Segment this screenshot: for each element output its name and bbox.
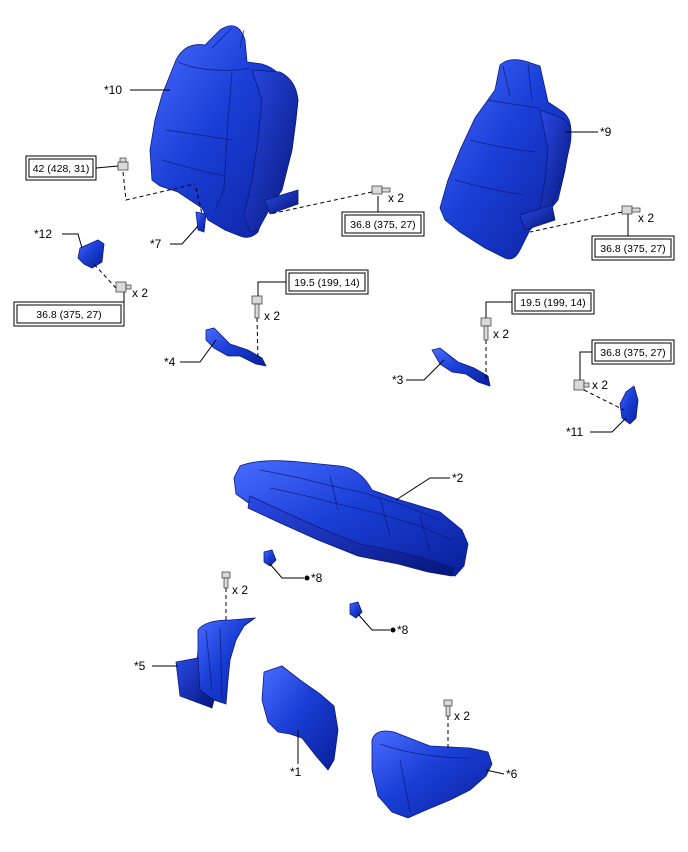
assembly-lines	[91, 171, 625, 750]
qty-seatback-right: x 2	[638, 211, 654, 225]
svg-text:42 (428, 31): 42 (428, 31)	[33, 163, 90, 175]
fastener-nut-seatback-left	[117, 157, 129, 171]
fastener-bolt-bracket-right	[480, 317, 492, 341]
callout-part-6: *6	[506, 767, 518, 781]
callout-part-7: *7	[150, 237, 162, 251]
qty-cover-left: x 2	[232, 583, 248, 597]
torque-box-bracket-left: 19.5 (199, 14)	[285, 269, 369, 295]
part-11-shape	[619, 385, 639, 425]
callout-part-8a: *8	[311, 571, 323, 585]
svg-text:36.8 (375, 27): 36.8 (375, 27)	[36, 309, 101, 321]
callout-part-8b: *8	[397, 623, 409, 637]
svg-text:36.8 (375, 27): 36.8 (375, 27)	[600, 243, 665, 255]
qty-bracket-right: x 2	[493, 327, 509, 341]
callout-part-10: *10	[104, 83, 122, 97]
part-8a-shape	[263, 549, 277, 567]
marker-dot-8b	[390, 627, 396, 633]
callout-part-5: *5	[134, 659, 146, 673]
part-8b-shape	[349, 601, 363, 619]
fastener-bolt-seatback-left	[371, 185, 391, 195]
fastener-clip-cover-left	[221, 571, 231, 589]
callout-part-2: *2	[452, 471, 464, 485]
torque-box-seatback-left-bolt: 36.8 (375, 27)	[341, 211, 425, 237]
torque-box-seatback-left-nut: 42 (428, 31)	[25, 155, 97, 181]
fastener-bolt-hinge-left	[115, 281, 132, 293]
torque-box-hinge-left: 36.8 (375, 27)	[13, 301, 125, 327]
left-seatback-assembly	[149, 25, 299, 238]
seat-cushion-assembly	[233, 460, 469, 577]
marker-dot-8a	[304, 575, 310, 581]
leader-lines	[62, 89, 629, 775]
qty-cover-right: x 2	[454, 709, 470, 723]
fastener-bolt-bracket-left	[251, 295, 263, 319]
callout-part-9: *9	[600, 125, 612, 139]
callout-part-3: *3	[392, 373, 404, 387]
part-3-shape	[431, 347, 491, 387]
svg-text:36.8 (375, 27): 36.8 (375, 27)	[350, 219, 415, 231]
torque-box-hinge-right: 36.8 (375, 27)	[591, 339, 675, 365]
part-4-shape	[205, 327, 267, 367]
qty-hinge-right: x 2	[592, 378, 608, 392]
callout-part-11: *11	[566, 425, 583, 439]
svg-text:19.5 (199, 14): 19.5 (199, 14)	[520, 297, 585, 309]
qty-seatback-left: x 2	[388, 191, 404, 205]
qty-hinge-left: x 2	[132, 286, 148, 300]
torque-box-bracket-right: 19.5 (199, 14)	[511, 289, 595, 315]
fastener-bolt-seatback-right	[621, 205, 641, 215]
torque-box-seatback-right-bolt: 36.8 (375, 27)	[591, 235, 675, 261]
part-1-shape	[261, 665, 339, 771]
svg-text:19.5 (199, 14): 19.5 (199, 14)	[294, 277, 359, 289]
fastener-bolt-hinge-right	[573, 379, 590, 391]
fastener-clip-cover-right	[443, 699, 453, 717]
svg-text:36.8 (375, 27): 36.8 (375, 27)	[600, 347, 665, 359]
callout-part-12: *12	[34, 227, 52, 241]
qty-bracket-left: x 2	[264, 309, 280, 323]
right-seatback-assembly	[439, 59, 572, 260]
part-6-shape	[371, 730, 493, 819]
part-12-shape	[77, 239, 105, 269]
callout-part-1: *1	[290, 765, 302, 779]
part-5-shape	[175, 617, 257, 709]
callout-part-4: *4	[164, 355, 176, 369]
